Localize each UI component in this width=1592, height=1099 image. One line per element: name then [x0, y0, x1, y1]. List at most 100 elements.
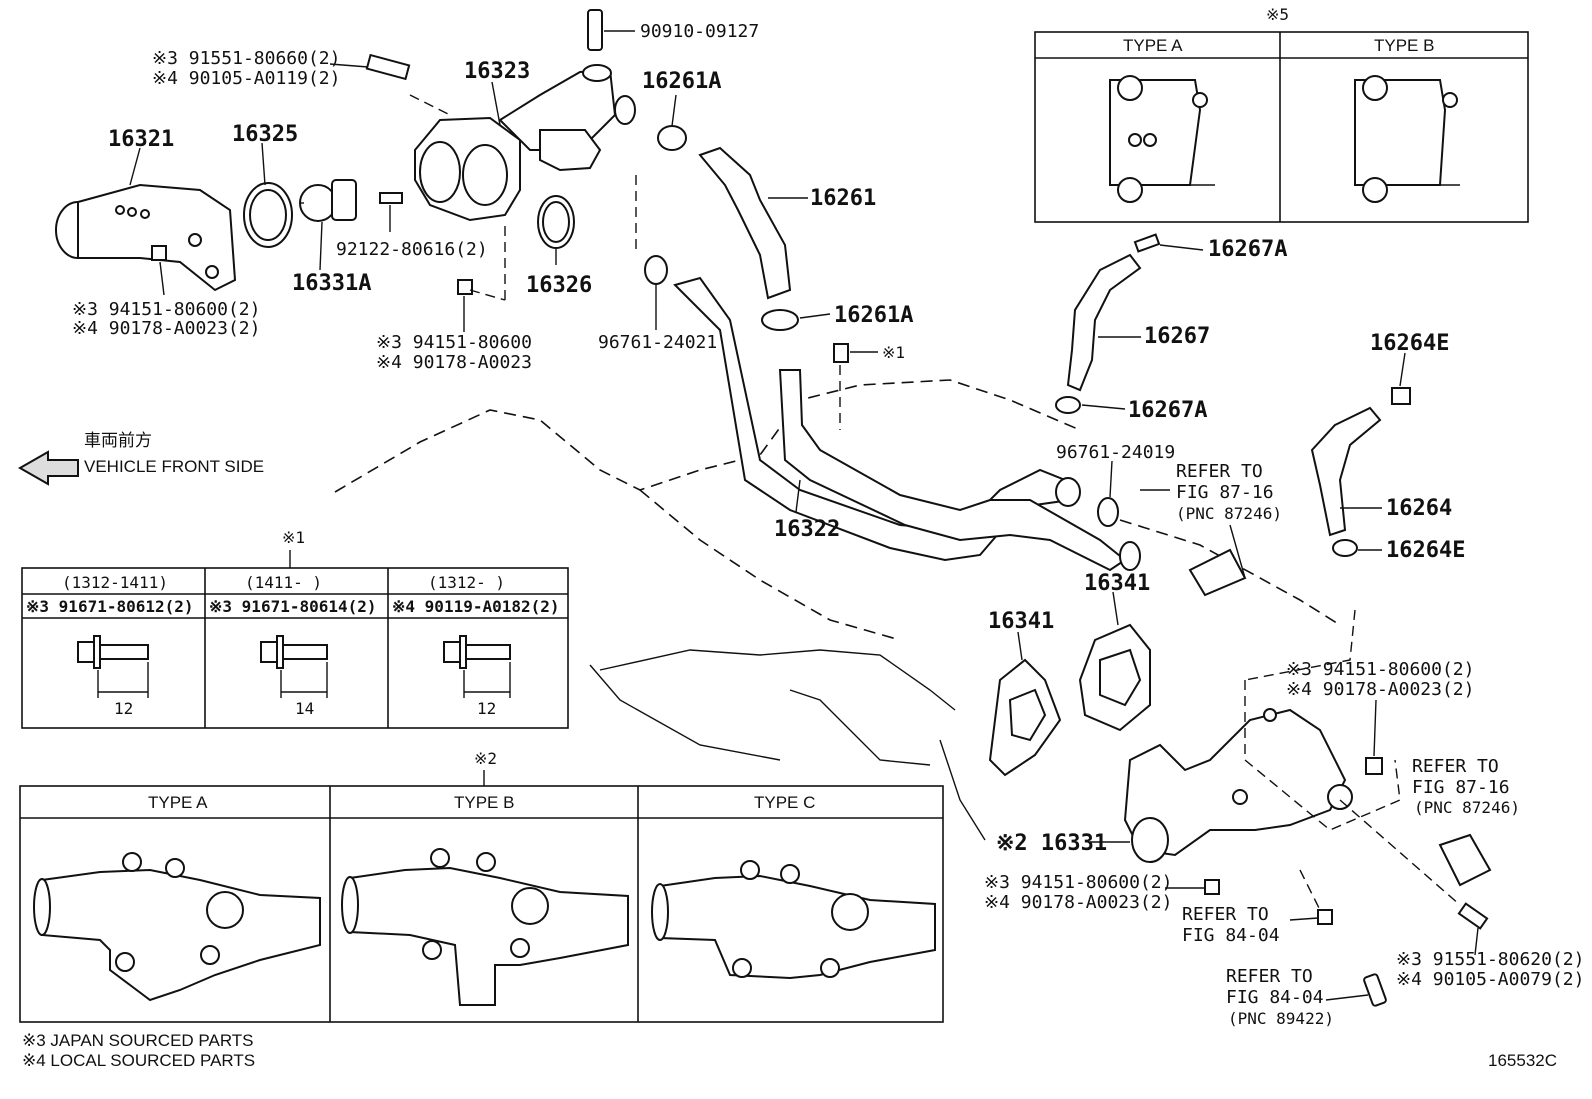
label-front-jp: 車両前方 [84, 431, 152, 450]
label-16325: 16325 [232, 122, 298, 147]
gasket-16341-b [1078, 623, 1151, 732]
label-sensor-top: 90910-09127 [640, 21, 759, 42]
table1-range-0: (1312-1411) [62, 573, 168, 592]
footnote-japan: ※3 JAPAN SOURCED PARTS [22, 1031, 254, 1050]
outlet-type-a-illustration [33, 852, 321, 1002]
table1-range-1: (1411- ) [245, 573, 322, 592]
sensor-bottom [1363, 973, 1387, 1007]
label-refer3-l2: FIG 84-04 [1182, 925, 1280, 946]
water-inlet-16321 [55, 183, 237, 292]
table5-col-b: TYPE B [1374, 36, 1434, 55]
label-front-en: VEHICLE FRONT SIDE [84, 457, 264, 476]
label-16261: 16261 [810, 186, 876, 211]
thermostat-16331A [299, 179, 357, 222]
label-nut-right-4: ※4 90178-A0023(2) [1286, 679, 1474, 700]
gasket-16341-a [988, 658, 1062, 777]
label-16321: 16321 [108, 127, 174, 152]
label-16341-b: 16341 [1084, 571, 1150, 596]
label-nut-left-3: ※3 94151-80600(2) [72, 299, 260, 320]
hose-16261 [698, 146, 792, 300]
label-16326: 16326 [526, 273, 592, 298]
label-refer4-l1: REFER TO [1226, 966, 1313, 987]
table1-range-2: (1312- ) [428, 573, 505, 592]
label-16267A-bot: 16267A [1128, 398, 1207, 423]
table-type-1: ※1 (1312-1411) (1411- ) (1312- ) ※3 9167… [21, 528, 569, 729]
label-bolt-top-4: ※4 90105-A0119(2) [152, 68, 340, 89]
sensor-90910 [587, 9, 603, 51]
label-bolt-star1: ※1 [882, 343, 905, 362]
label-bolt-bot-3: ※3 91551-80620(2) [1396, 949, 1584, 970]
hose-16267 [1055, 233, 1161, 414]
bolt-star1 [833, 343, 849, 430]
clamp-16261A-mid [761, 309, 799, 331]
label-92122: 92122-80616(2) [336, 239, 488, 260]
gasket-16326 [537, 195, 575, 249]
label-bolt-top-3: ※3 91551-80660(2) [152, 48, 340, 69]
label-bolt-bot-4: ※4 90105-A0079(2) [1396, 969, 1584, 990]
label-16331A: 16331A [292, 271, 371, 296]
label-16264E-top: 16264E [1370, 331, 1449, 356]
label-nut-mid-3: ※3 94151-80600 [376, 332, 532, 353]
label-refer1-l2: FIG 87-16 [1176, 482, 1274, 503]
bolt-illustration-2 [443, 635, 511, 698]
gasket-16325 [243, 182, 293, 248]
label-16264E-bot: 16264E [1386, 538, 1465, 563]
label-16323: 16323 [464, 59, 530, 84]
type-b-illustration [1354, 75, 1460, 203]
table-type-5: ※5 TYPE A TYPE B [1034, 5, 1529, 223]
label-16331: ※2 16331 [996, 831, 1107, 856]
table1-dim-2: 12 [477, 699, 496, 718]
label-16322: 16322 [774, 517, 840, 542]
thermostat-housing-16323 [414, 64, 636, 222]
label-refer4-l2: FIG 84-04 [1226, 987, 1324, 1008]
hose-16264 [1310, 387, 1411, 557]
label-nut-left-4: ※4 90178-A0023(2) [72, 318, 260, 339]
clamp-16261A-top [657, 125, 687, 151]
outlet-type-c-illustration [651, 860, 936, 980]
label-refer3-l1: REFER TO [1182, 904, 1269, 925]
water-outlet-16331 [1123, 609, 1401, 925]
label-16267A-top: 16267A [1208, 237, 1287, 262]
label-16267: 16267 [1144, 324, 1210, 349]
table5-col-a: TYPE A [1123, 36, 1183, 55]
top-bolt [365, 53, 451, 116]
pipe-16322 [673, 276, 1141, 572]
leader-lines [129, 30, 1479, 1001]
table2-col-a: TYPE A [148, 793, 208, 812]
refer-pipe-2 [1438, 833, 1492, 887]
footnote-local: ※4 LOCAL SOURCED PARTS [22, 1051, 255, 1070]
table1-dim-0: 12 [114, 699, 133, 718]
table1-mark: ※1 [282, 528, 305, 547]
label-refer2-l2: FIG 87-16 [1412, 777, 1510, 798]
table1-part-1: ※3 91671-80614(2) [209, 597, 377, 616]
label-nut-mid-4: ※4 90178-A0023 [376, 352, 532, 373]
label-refer1-l3: (PNC 87246) [1176, 504, 1282, 523]
label-refer2-l3: (PNC 87246) [1414, 798, 1520, 817]
table5-mark: ※5 [1266, 5, 1289, 24]
label-16341-a: 16341 [988, 609, 1054, 634]
label-nut-bot-4: ※4 90178-A0023(2) [984, 892, 1172, 913]
table-type-2: ※2 TYPE A TYPE B TYPE C [19, 749, 944, 1023]
table1-part-0: ※3 91671-80612(2) [26, 597, 194, 616]
gasket-96761-24019 [1097, 497, 1119, 527]
label-96761-24021: 96761-24021 [598, 332, 717, 353]
refer-pipe-1 [1188, 524, 1247, 597]
label-refer4-l3: (PNC 89422) [1228, 1009, 1334, 1028]
part-labels: 16321 16325 16323 16331A 16326 92122-806… [22, 21, 1584, 1070]
table2-mark: ※2 [474, 749, 497, 768]
vehicle-front-arrow-icon [17, 450, 79, 486]
table2-col-c: TYPE C [754, 793, 815, 812]
label-refer1-l1: REFER TO [1176, 461, 1263, 482]
label-nut-bot-3: ※3 94151-80600(2) [984, 872, 1172, 893]
table1-dim-1: 14 [295, 699, 314, 718]
engine-outline [334, 379, 1341, 841]
bolt-bottom [1339, 799, 1489, 930]
label-16261A-mid: 16261A [834, 303, 913, 328]
stud-92122 [379, 192, 403, 204]
label-16261A-top: 16261A [642, 69, 721, 94]
gasket-96761-24021 [635, 175, 668, 285]
figure-code: 165532C [1488, 1051, 1557, 1070]
table1-part-2: ※4 90119-A0182(2) [392, 597, 560, 616]
bolt-illustration-1 [260, 635, 328, 698]
